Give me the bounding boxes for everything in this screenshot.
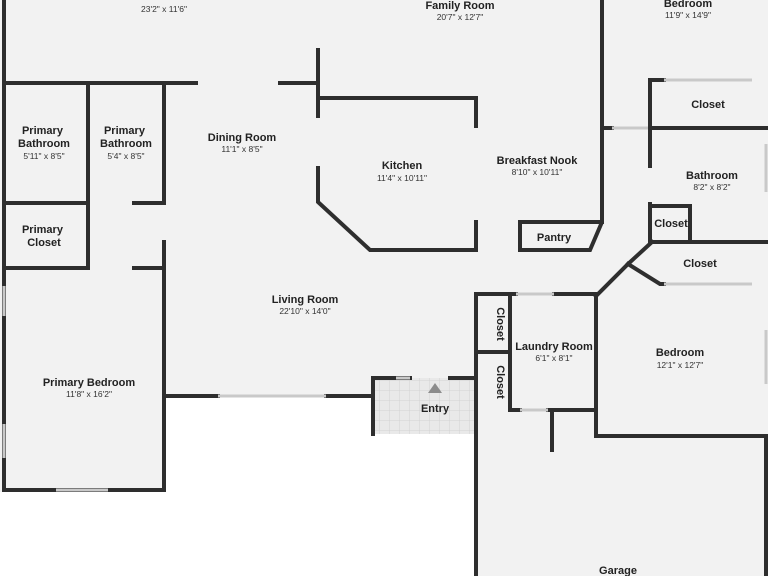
garage-label: Garage (599, 565, 637, 576)
primary-bedroom-dim: 11'8" x 16'2" (66, 389, 112, 399)
kitchen-dim: 11'4" x 10'11" (377, 173, 427, 183)
great-room-dim: 23'2" x 11'6" (141, 4, 187, 14)
primary-bathroom-1-label: Primary Bathroom (18, 125, 70, 150)
laundry-room-dim: 6'1" x 8'1" (535, 353, 572, 363)
primary-bedroom-label: Primary Bedroom (43, 377, 136, 389)
primary-bathroom-2-label: Primary Bathroom (100, 125, 152, 150)
windows (2, 78, 768, 492)
bathroom-dim: 8'2" x 8'2" (693, 182, 730, 192)
breakfast-nook-dim: 8'10" x 10'11" (512, 167, 563, 177)
family-room-label: Family Room (425, 0, 494, 12)
family-room-dim: 20'7" x 12'7" (437, 12, 484, 22)
living-room-label: Living Room (272, 294, 339, 306)
closet-top-label: Closet (691, 99, 725, 111)
dining-room-dim: 11'1" x 8'5" (221, 144, 262, 154)
pantry-label: Pantry (537, 232, 572, 244)
primary-closet-name-line2: Closet (27, 237, 61, 249)
bedroom-right-label: Bedroom (656, 347, 705, 359)
primary-bathroom-1-name-line2: Bathroom (18, 138, 70, 150)
primary-bathroom-1-dim: 5'11" x 8'5" (23, 151, 64, 161)
entry-label: Entry (421, 403, 450, 415)
primary-bathroom-2-dim: 5'4" x 8'5" (107, 151, 144, 161)
bedroom-top-label: Bedroom (664, 0, 713, 10)
laundry-room-label: Laundry Room (515, 341, 593, 353)
closet-small-label: Closet (654, 218, 688, 230)
closet-hall-label: Closet (683, 258, 717, 270)
dining-room-label: Dining Room (208, 132, 277, 144)
living-room-dim: 22'10" x 14'0" (279, 306, 330, 316)
bedroom-right-dim: 12'1" x 12'7" (657, 360, 704, 370)
breakfast-nook-label: Breakfast Nook (497, 155, 579, 167)
primary-closet-name: Primary (22, 224, 64, 236)
closet-vertical-1-label: Closet (494, 307, 506, 341)
room-labels: 23'2" x 11'6" Family Room 20'7" x 12'7" … (18, 0, 738, 576)
bathroom-label: Bathroom (686, 170, 738, 182)
closet-vertical-2-label: Closet (494, 365, 506, 399)
entry-tile-floor (373, 378, 476, 434)
primary-bathroom-2-name: Primary (104, 125, 146, 137)
bedroom-top-dim: 11'9" x 14'9" (665, 10, 711, 20)
entry-arrow-icon (428, 383, 442, 393)
kitchen-label: Kitchen (382, 160, 423, 172)
primary-bathroom-1-name: Primary (22, 125, 64, 137)
primary-bathroom-2-name-line2: Bathroom (100, 138, 152, 150)
primary-closet-label: Primary Closet (22, 224, 66, 249)
